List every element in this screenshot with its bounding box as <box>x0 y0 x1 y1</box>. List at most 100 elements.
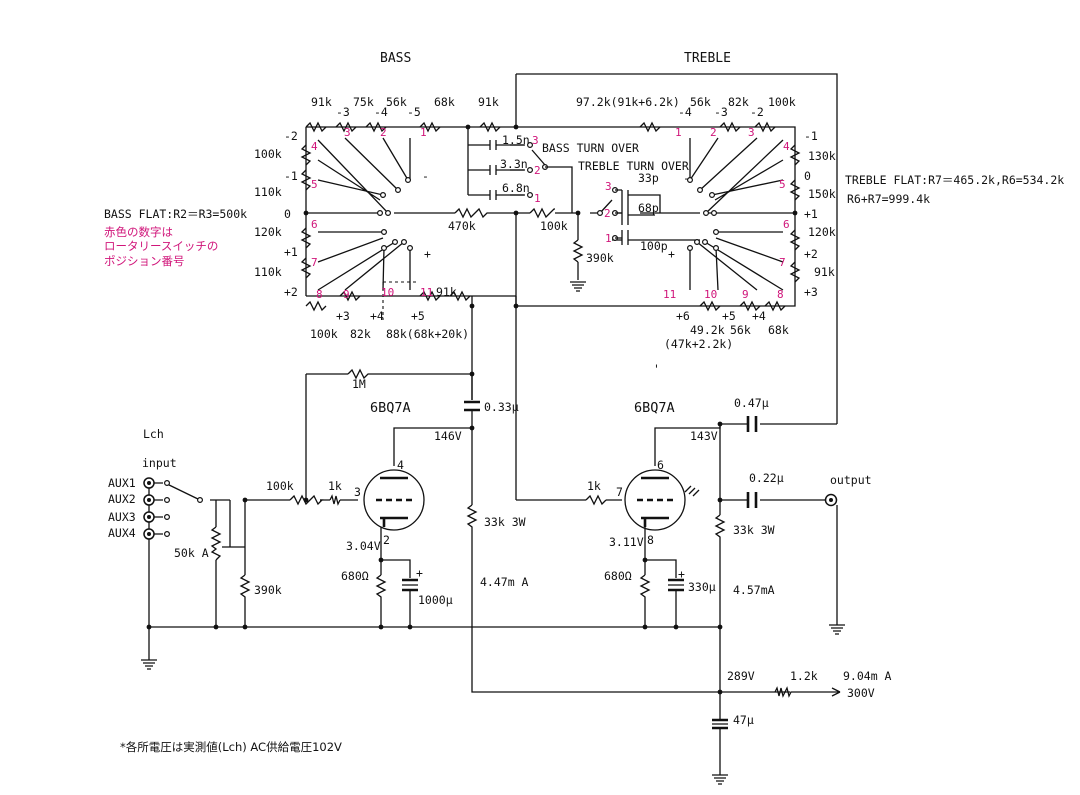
r6-r7-note: R6+R7=999.4k <box>847 192 930 206</box>
tube-1-pin-3: 3 <box>354 485 361 499</box>
cap-plus-stage2: + <box>678 567 685 581</box>
channel-label: Lch <box>143 427 164 441</box>
bass-pos-p5: +5 <box>411 309 425 323</box>
treble-pos-0: 0 <box>804 169 811 183</box>
tube-1 <box>363 469 425 531</box>
treble-pos-m3: -3 <box>714 105 728 119</box>
treble-pos-p3: +3 <box>804 285 818 299</box>
current-stage1: 4.47m A <box>480 575 529 589</box>
bass-pos-p4: +4 <box>370 309 384 323</box>
plate-load-stage1: 33k 3W <box>484 515 526 529</box>
grid-r-1k-stage1: 1k <box>328 479 342 493</box>
treble-pos-p2: +2 <box>804 247 818 261</box>
treble-pos-p5: +5 <box>722 309 736 323</box>
treble-r-120k: 120k <box>808 225 836 239</box>
treble-pos-m1: -1 <box>804 129 818 143</box>
bass-sw-7: 7 <box>311 256 318 269</box>
bass-sw-1: 1 <box>420 126 427 139</box>
treble-flat-note: TREBLE FLAT:R7＝465.2k,R6=534.2k <box>845 173 1064 187</box>
footnote: *各所電圧は実測値(Lch) AC供給電圧102V <box>120 740 342 754</box>
treble-r-56k-bottom: 56k <box>730 323 751 337</box>
bass-minus-sign: - <box>422 169 429 183</box>
treble-sw-7: 7 <box>779 256 786 269</box>
tube-2-pin-6: 6 <box>657 458 664 472</box>
bass-title: BASS <box>380 51 411 66</box>
bass-r-68k: 68k <box>434 95 455 109</box>
r-100k-center: 100k <box>540 219 568 233</box>
treble-cap-68p: 68p <box>638 201 659 215</box>
bass-sw-9: 9 <box>343 288 350 301</box>
plate-v-146: 146V <box>434 429 462 443</box>
cap-plus-stage1: + <box>416 566 423 580</box>
resistor-zigzags <box>210 121 841 698</box>
bass-pos-m1: -1 <box>284 169 298 183</box>
bass-turnover-label: BASS TURN OVER <box>542 141 639 155</box>
treble-turnover-label: TREBLE TURN OVER <box>578 159 689 173</box>
bass-r-91k-1: 91k <box>311 95 332 109</box>
treble-sw-9: 9 <box>742 288 749 301</box>
bass-r-120k-left: 120k <box>254 225 282 239</box>
aux4-label: AUX4 <box>108 526 136 540</box>
aux-jacks <box>143 477 204 540</box>
input-label: input <box>142 456 177 470</box>
bass-pos-p1: +1 <box>284 245 298 259</box>
tube-1-label: 6BQ7A <box>370 400 411 416</box>
treble-turnover-pos-2: 2 <box>604 207 611 220</box>
red-note-line-1: 赤色の数字は <box>104 225 173 239</box>
r-470k: 470k <box>448 219 476 233</box>
bass-pos-p2: +2 <box>284 285 298 299</box>
treble-pos-p4: +4 <box>752 309 766 323</box>
treble-r-100k: 100k <box>768 95 796 109</box>
treble-plus-sign: + <box>668 247 675 261</box>
bass-pos-p3: +3 <box>336 309 350 323</box>
tube-1-pin-4: 4 <box>397 458 404 472</box>
treble-r-49k-detail: (47k+2.2k) <box>664 337 733 351</box>
dropping-r-1-2k: 1.2k <box>790 669 818 683</box>
treble-turnover-pos-3: 3 <box>605 180 612 193</box>
bass-cap-6-8n: 6.8n <box>502 181 530 195</box>
treble-r-82k: 82k <box>728 95 749 109</box>
treble-sw-5: 5 <box>779 178 786 191</box>
treble-r-130k: 130k <box>808 149 836 163</box>
bass-flat-note: BASS FLAT:R2＝R3=500k <box>104 207 247 221</box>
bass-r-75k: 75k <box>353 95 374 109</box>
treble-cap-100p: 100p <box>640 239 668 253</box>
treble-sw-3: 3 <box>748 126 755 139</box>
bass-sw-4: 4 <box>311 140 318 153</box>
tube-1-pin-2: 2 <box>383 533 390 547</box>
plate-load-stage2: 33k 3W <box>733 523 775 537</box>
treble-pos-m4: -4 <box>678 105 692 119</box>
bass-r-82k: 82k <box>350 327 371 341</box>
ground-symbols <box>141 281 845 785</box>
r-390k-center: 390k <box>586 251 614 265</box>
capacitors <box>402 400 758 730</box>
treble-r-49k: 49.2k <box>690 323 725 337</box>
coupling-c-047: 0.47μ <box>734 396 769 410</box>
treble-sw-1: 1 <box>675 126 682 139</box>
bass-sw-3: 3 <box>344 126 351 139</box>
treble-sw-10: 10 <box>704 288 717 301</box>
bass-turnover-pos-3: 3 <box>532 134 539 147</box>
bass-r-100k-left: 100k <box>254 147 282 161</box>
treble-r-56k: 56k <box>690 95 711 109</box>
bass-pos-m2: -2 <box>284 129 298 143</box>
grid-r-1k-stage2: 1k <box>587 479 601 493</box>
cathode-r-stage1: 680Ω <box>341 569 369 583</box>
treble-sw-2: 2 <box>710 126 717 139</box>
tube-2 <box>624 469 700 531</box>
bass-r-91k-2: 91k <box>478 95 499 109</box>
cathode-c-1000u: 1000μ <box>418 593 453 607</box>
bass-sw-11: 11 <box>420 286 433 299</box>
aux3-label: AUX3 <box>108 510 136 524</box>
treble-pos-p1: +1 <box>804 207 818 221</box>
red-note-line-3: ポジション番号 <box>104 254 185 268</box>
bass-turnover-pos-1: 1 <box>534 192 541 205</box>
bass-sw-10: 10 <box>381 286 394 299</box>
aux1-label: AUX1 <box>108 476 136 490</box>
tube-2-label: 6BQ7A <box>634 400 675 416</box>
treble-r-97k: 97.2k(91k+6.2k) <box>576 95 680 109</box>
cathode-r-stage2: 680Ω <box>604 569 632 583</box>
stray-mark: ' <box>653 362 660 376</box>
treble-minus-sign: - <box>683 171 690 185</box>
